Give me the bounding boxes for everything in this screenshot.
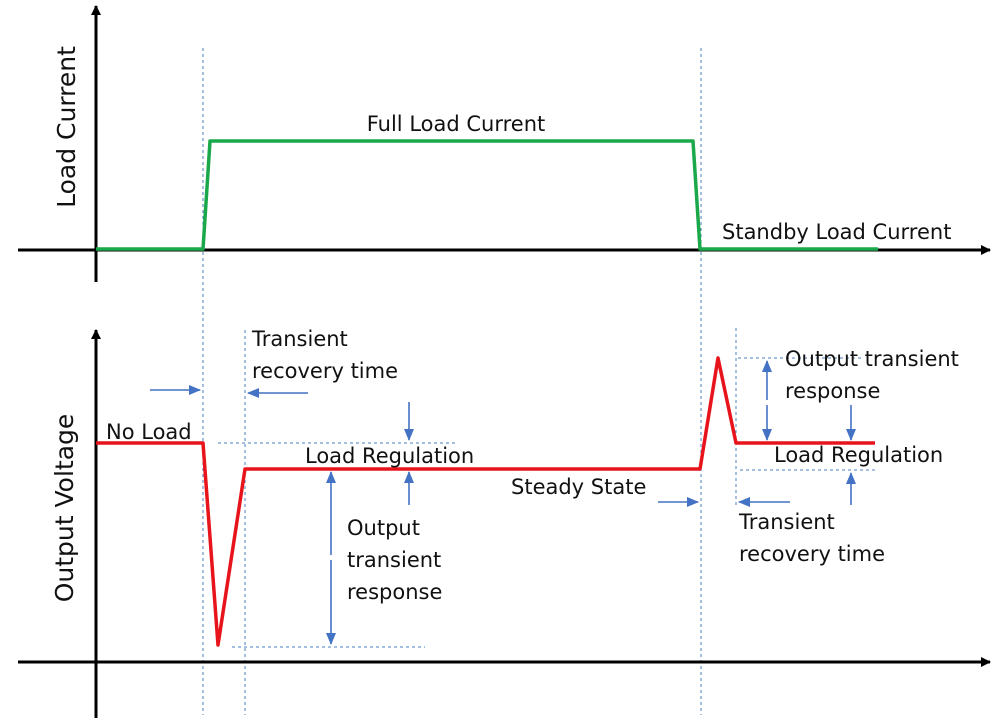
load-regulation-2-label: Load Regulation — [774, 443, 943, 467]
voltage-y-axis-label: Output Voltage — [50, 414, 79, 603]
full-load-current-label: Full Load Current — [367, 112, 546, 136]
load-regulation-1-label: Load Regulation — [305, 444, 474, 468]
recovery-time-2-label-line2: recovery time — [739, 542, 885, 566]
recovery-time-1-label-line1: Transient — [251, 327, 348, 351]
load-current-trace — [96, 139, 878, 251]
output-voltage-trace — [96, 356, 875, 647]
transient-response-1-label-line2: transient — [347, 548, 441, 572]
transient-response-1-label-line1: Output — [347, 516, 420, 540]
transient-response-1-label-line3: response — [347, 580, 442, 604]
current-y-axis-label: Load Current — [52, 46, 81, 208]
transient-response-2-label-line2: response — [785, 379, 880, 403]
recovery-time-2-label-line1: Transient — [738, 510, 835, 534]
standby-load-current-label: Standby Load Current — [722, 220, 951, 244]
steady-state-label: Steady State — [511, 475, 646, 499]
recovery-time-1-label-line2: recovery time — [252, 359, 398, 383]
transient-response-2-label-line1: Output transient — [785, 347, 959, 371]
no-load-label: No Load — [106, 420, 192, 444]
